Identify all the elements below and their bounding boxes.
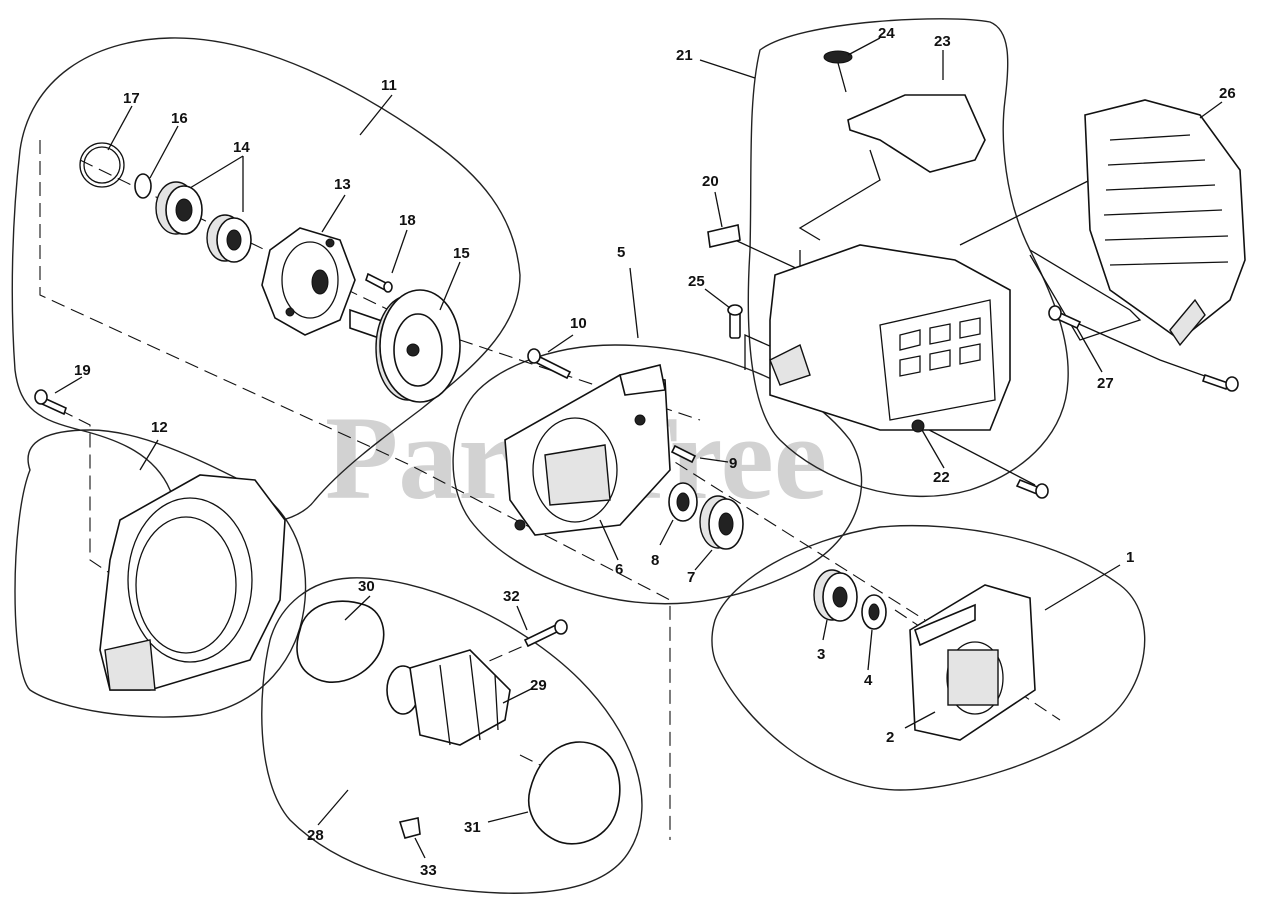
callout-29: 29	[530, 677, 547, 694]
bolt-19	[34, 389, 67, 416]
assembly-line-22	[909, 419, 1036, 486]
muffler-guard-26	[1084, 99, 1246, 347]
callout-26: 26	[1219, 85, 1236, 102]
group-outline-12	[14, 429, 307, 718]
bearing-holder-13	[261, 227, 356, 336]
group-outline-1	[711, 524, 1146, 791]
callout-17: 17	[123, 90, 140, 107]
callout-3: 3	[817, 646, 825, 663]
pin-9	[670, 444, 697, 464]
clutch-shoe-31	[528, 741, 621, 845]
callout-5: 5	[617, 244, 625, 261]
bolt-32	[523, 619, 568, 648]
group-outline-28	[261, 577, 643, 894]
oil-seal-4	[861, 594, 887, 630]
oil-seal-8	[668, 482, 698, 522]
bearing-3	[813, 569, 858, 622]
assembly-line-bearings	[639, 439, 926, 621]
snap-ring-17	[79, 142, 125, 188]
crankcase-half-6	[504, 364, 671, 536]
callout-16: 16	[171, 110, 188, 127]
callout-13: 13	[334, 176, 351, 193]
fan-29	[386, 649, 511, 746]
callout-2: 2	[886, 729, 894, 746]
callout-10: 10	[570, 315, 587, 332]
assembly-line-guard	[959, 179, 1142, 341]
callout-1: 1	[1126, 549, 1134, 566]
callout-22: 22	[933, 469, 950, 486]
fan-housing-12	[99, 474, 286, 691]
callout-27: 27	[1097, 375, 1114, 392]
callout-31: 31	[464, 819, 481, 836]
callout-18: 18	[399, 212, 416, 229]
top-cover-23	[847, 94, 986, 173]
callout-20: 20	[702, 173, 719, 190]
callout-25: 25	[688, 273, 705, 290]
assembly-line-cover-a	[798, 149, 881, 241]
bearing-14-b	[206, 214, 252, 263]
nut-22	[911, 419, 925, 433]
callout-labels: 1 2 3 4 5 6 7 8 9 10 11 12 13 14 15 16 1…	[74, 25, 1236, 879]
group-outline-5	[452, 344, 863, 605]
bearing-7	[699, 495, 744, 550]
callout-32: 32	[503, 588, 520, 605]
callout-28: 28	[307, 827, 324, 844]
bolt-27	[1048, 305, 1082, 330]
bearing-14-a	[155, 181, 203, 235]
bolt-26-b	[1201, 373, 1239, 392]
callout-24: 24	[878, 25, 895, 42]
callout-6: 6	[615, 561, 623, 578]
knob-24	[823, 50, 853, 93]
bolt-25	[727, 304, 743, 339]
callout-19: 19	[74, 362, 91, 379]
callout-8: 8	[651, 552, 659, 569]
leader-lines	[54, 37, 1223, 859]
callout-14: 14	[233, 139, 250, 156]
callout-33: 33	[420, 862, 437, 879]
assembly-line-cover-b	[734, 239, 801, 272]
group-outline-11	[11, 37, 521, 526]
callout-12: 12	[151, 419, 168, 436]
cylinder-cover-21	[769, 244, 1011, 431]
callout-21: 21	[676, 47, 693, 64]
callout-30: 30	[358, 578, 375, 595]
callout-9: 9	[729, 455, 737, 472]
callout-4: 4	[864, 672, 873, 689]
label-20	[707, 224, 741, 248]
assembly-line-main	[39, 140, 671, 840]
clip-33	[398, 817, 421, 839]
crankcase-2	[909, 584, 1036, 741]
callout-11: 11	[381, 77, 397, 94]
ring-16	[134, 173, 152, 199]
callout-15: 15	[453, 245, 470, 262]
bolt-22-b	[1015, 478, 1049, 499]
clutch-drum-15	[349, 289, 461, 403]
magnet-30	[296, 600, 385, 683]
callout-23: 23	[934, 33, 951, 50]
callout-7: 7	[687, 569, 695, 586]
bolt-10	[527, 348, 572, 380]
screw-18	[365, 272, 393, 293]
group-outline-21	[747, 18, 1069, 498]
